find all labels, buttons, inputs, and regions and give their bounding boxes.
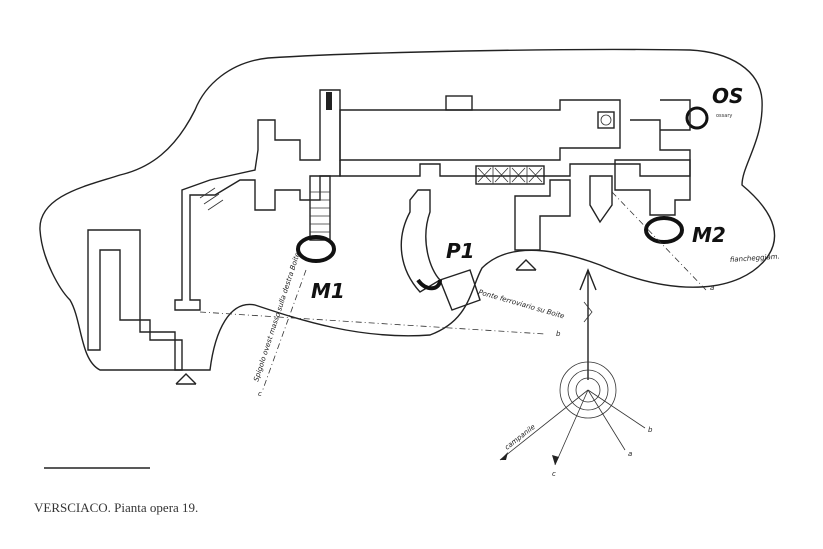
direction-a-top: a bbox=[710, 284, 714, 292]
entrance-left-icon bbox=[175, 373, 197, 385]
direction-c-bottom: c bbox=[552, 470, 556, 478]
left-stair bbox=[199, 187, 224, 211]
direction-b-bottom: b bbox=[648, 426, 653, 434]
annotation-ponte: Ponte ferroviario su Boite bbox=[477, 288, 565, 320]
direction-b-top: b bbox=[556, 330, 561, 338]
right-block bbox=[589, 175, 613, 224]
direction-a-bottom: a bbox=[628, 450, 632, 458]
figure-caption: VERSCIACO. Pianta opera 19. bbox=[34, 500, 199, 515]
os-connector bbox=[660, 99, 691, 131]
p1-chamber bbox=[416, 278, 442, 291]
compass-rose bbox=[499, 361, 646, 466]
m1-chamber bbox=[296, 235, 336, 263]
annotation-fianchegg: fiancheggiam. bbox=[730, 253, 780, 264]
p1-bridge bbox=[439, 269, 481, 311]
ventilation-fan-icon bbox=[600, 114, 612, 126]
reference-line-c bbox=[261, 269, 307, 393]
gallery-floor bbox=[339, 119, 691, 177]
label-m2: M2 bbox=[692, 223, 726, 247]
label-p1: P1 bbox=[446, 239, 475, 263]
label-m1: M1 bbox=[311, 279, 345, 303]
reference-line-a bbox=[611, 191, 707, 291]
m2-branch bbox=[614, 159, 691, 216]
p1-corridor bbox=[400, 189, 442, 293]
m2-chamber bbox=[644, 216, 684, 244]
main-gallery bbox=[339, 99, 621, 161]
left-wing bbox=[174, 89, 341, 311]
upper-niche bbox=[445, 95, 473, 111]
m1-stair-steps bbox=[310, 191, 330, 233]
ventilation-box bbox=[597, 111, 615, 129]
entrance-middle-icon bbox=[515, 259, 537, 271]
os-post bbox=[685, 106, 709, 130]
label-ossary: ossary bbox=[716, 113, 732, 119]
direction-c-top: c bbox=[258, 390, 262, 398]
north-arrow-icon bbox=[579, 268, 597, 380]
rock-outline bbox=[39, 48, 776, 371]
annotation-campanile: campanile bbox=[503, 423, 537, 452]
label-os: OS bbox=[712, 84, 743, 108]
machinery-boxes bbox=[475, 165, 545, 185]
left-corridor bbox=[87, 229, 183, 371]
reference-line-b bbox=[199, 311, 546, 335]
middle-wing bbox=[514, 179, 571, 251]
shaft-marker bbox=[326, 92, 332, 110]
